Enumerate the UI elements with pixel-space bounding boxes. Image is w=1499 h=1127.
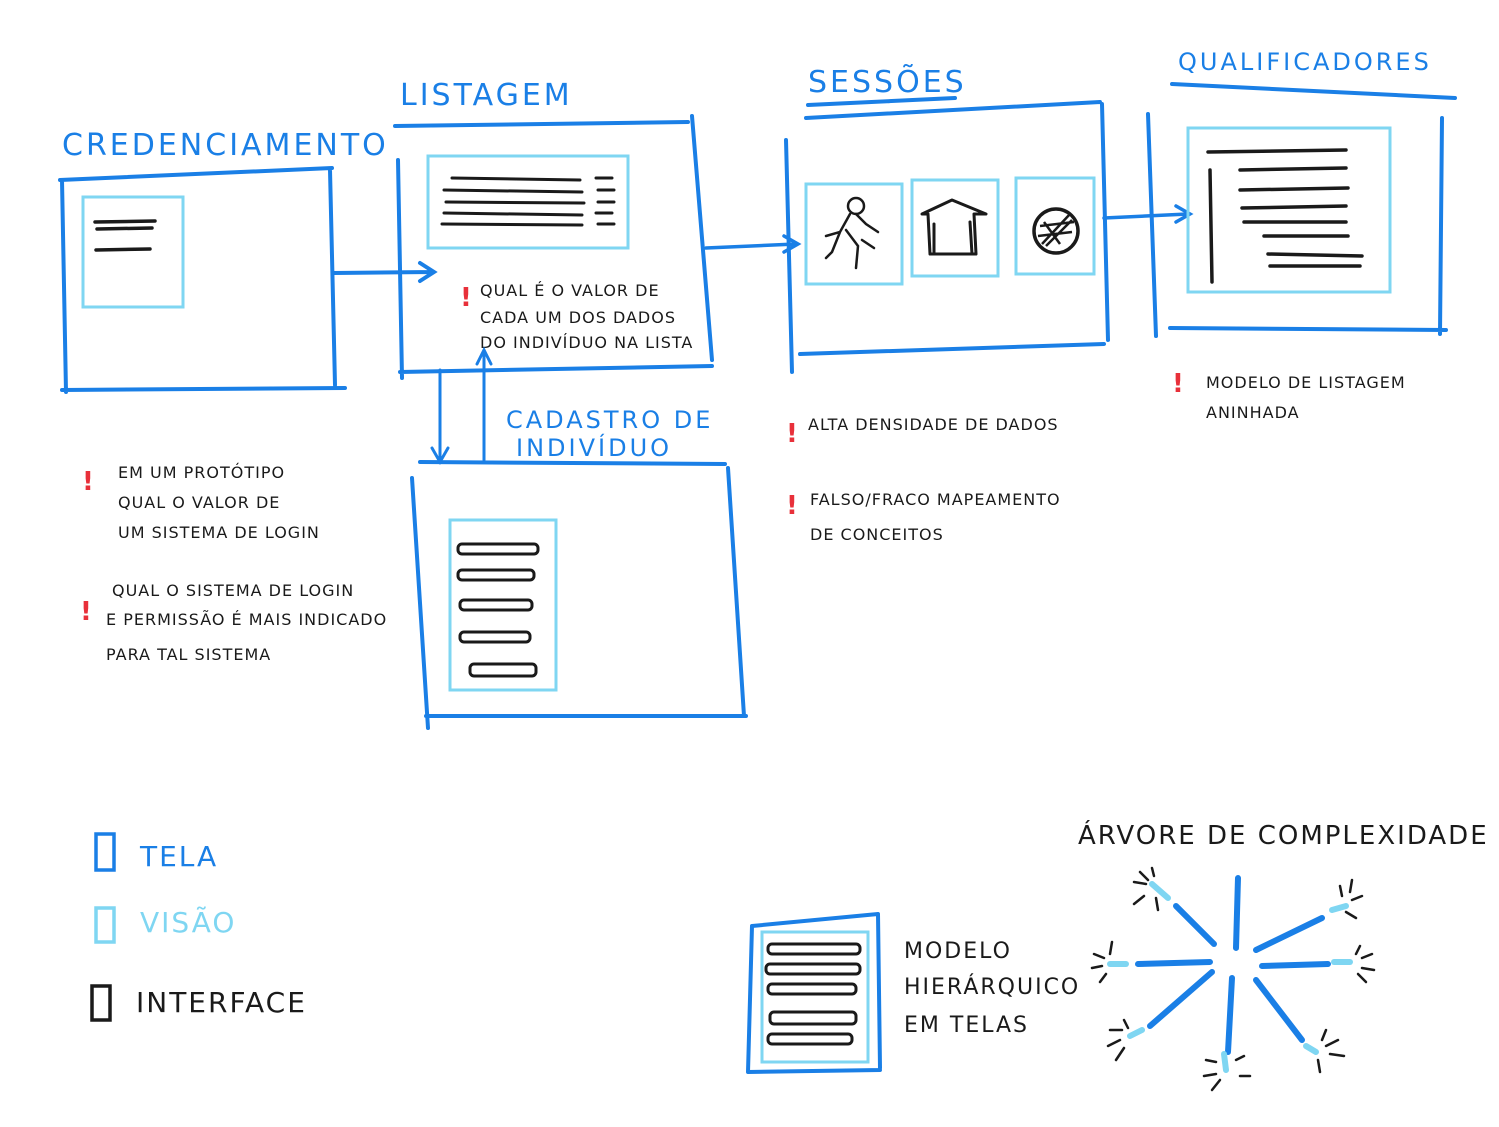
alert-icon: !	[460, 283, 472, 313]
alert-icon: !	[82, 467, 94, 497]
svg-text:Em um protótipo qual o v: Em um protótipo qual o valor de um siste…	[118, 463, 320, 542]
note-sessoes-1: Alta densidade de dados	[808, 415, 1059, 434]
title-arvore: Árvore de complexidade	[1078, 819, 1489, 851]
alert-icon: !	[1172, 369, 1184, 399]
note-sessoes-2: Falso/fraco mapeamento de conceitos	[810, 490, 1067, 544]
arrow-cred-listagem	[332, 261, 438, 283]
cancel-ball-icon	[1032, 207, 1080, 255]
alert-icon: !	[786, 491, 798, 521]
legend-interface-label: Interface	[136, 986, 307, 1019]
title-listagem: Listagem	[400, 78, 573, 113]
legend: Tela Visão Interface	[90, 832, 307, 1022]
legend-interface-swatch	[90, 984, 112, 1022]
note-listagem: Qual é o valor de cada um dos dados do i…	[480, 281, 693, 352]
screen-credenciamento: Credenciamento	[58, 128, 389, 394]
arrow-cadastro-listagem	[475, 346, 493, 462]
legend-tela-swatch	[94, 832, 116, 872]
arrow-sessoes-qualificadores	[1102, 204, 1194, 224]
person-icon	[824, 196, 880, 270]
complexity-tree: Árvore de complexidade	[1078, 819, 1489, 1092]
note-qualificadores: Modelo de listagem aninhada	[1206, 373, 1412, 422]
alert-icon: !	[786, 419, 798, 449]
legend-visao-label: Visão	[140, 906, 236, 939]
hierarchy-label: Modelo hierárquico em telas	[904, 939, 1089, 1038]
screen-sessoes: Sessões ! Alta densidade de dados ! Fals…	[784, 63, 1110, 544]
arrow-listagem-sessoes	[704, 234, 802, 254]
title-sessoes: Sessões	[808, 63, 967, 100]
alert-icon: !	[80, 597, 92, 627]
legend-tela-label: Tela	[139, 840, 218, 873]
title-credenciamento: Credenciamento	[62, 128, 389, 163]
legend-visao-swatch	[94, 906, 116, 944]
hierarchy-model: Modelo hierárquico em telas	[746, 912, 1089, 1074]
notes-credenciamento: ! Em um protótipo qual o valor de um sis…	[80, 463, 393, 664]
screen-listagem: Listagem ! Qual é o valor de cada um dos…	[393, 78, 714, 380]
svg-text:Qual o sistema de login: Qual o sistema de login e permissão é ma…	[106, 581, 393, 664]
arrow-listagem-cadastro	[430, 368, 450, 466]
house-icon	[920, 198, 988, 256]
title-qualificadores: Qualificadores	[1178, 48, 1432, 76]
title-cadastro: Cadastro de Indivíduo	[506, 406, 724, 462]
screen-qualificadores: Qualificadores ! Modelo de listagem anin…	[1146, 48, 1457, 422]
screen-cadastro-individuo: Cadastro de Indivíduo	[410, 406, 748, 730]
